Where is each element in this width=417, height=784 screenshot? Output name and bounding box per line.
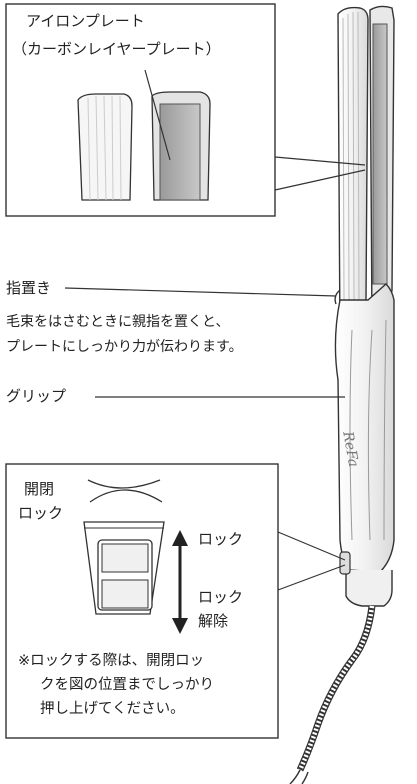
lock-note-line1: ※ロックする際は、開閉ロッ [18,653,205,669]
plate-callout-box [5,3,276,217]
plate-label-line1: アイロンプレート [26,12,145,30]
thumb-rest-label: 指置き [6,279,52,297]
grip-label: グリップ [6,387,67,405]
thumb-rest-desc-line1: 毛束をはさむときに親指を置くと、 [6,314,230,330]
plate-callout-leader [274,156,366,191]
lock-note-line2: クを図の位置までしっかり [40,677,214,693]
plate-label-line2: （カーボンレイヤープレート） [12,40,221,58]
switch-label-line1: 開閉 [24,480,55,498]
unlock-label-line2: 解除 [198,612,229,630]
unlock-label-line1: ロック [198,588,244,606]
lock-direction-arrow [172,530,188,634]
lock-callout-leader [277,531,346,591]
iron-right-arm [369,5,395,328]
plate-detail [77,69,211,201]
switch-label-line2: ロック [18,504,64,522]
lock-label: ロック [198,530,244,548]
lock-detail [83,479,165,615]
thumb-rest-desc-line2: プレートにしっかり力が伝わります。 [6,339,243,355]
power-cord [289,605,376,784]
lock-note-line3: 押し上げてください。 [40,701,185,717]
thumb-rest-leader [64,287,337,297]
iron-handle [334,283,395,607]
